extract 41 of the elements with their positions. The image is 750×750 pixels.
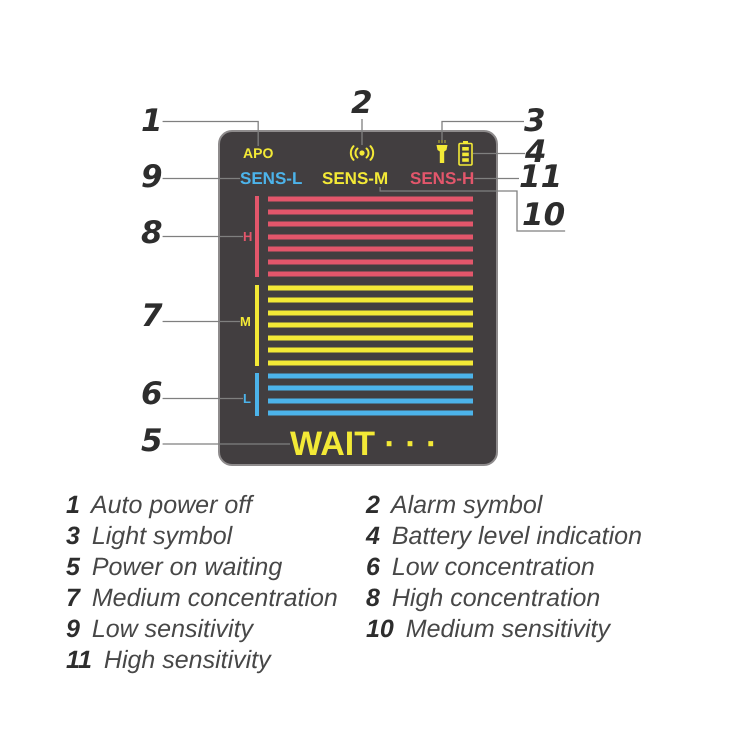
leader-line: [441, 120, 524, 140]
callout-number: 1: [141, 106, 163, 137]
callout-number: 2: [351, 88, 373, 119]
leader-line: [162, 398, 243, 400]
leader-line: [474, 178, 519, 180]
leader-line: [361, 119, 363, 145]
key-entry: 6 Low concentration: [366, 553, 595, 582]
callout-number: 7: [141, 301, 163, 332]
key-entry: 4 Battery level indication: [366, 522, 642, 551]
leader-line: [162, 120, 259, 146]
leader-line: [162, 236, 243, 238]
leader-line: [162, 320, 240, 322]
key-entry: 2 Alarm symbol: [366, 491, 542, 520]
callout-number: 6: [141, 379, 163, 410]
callout-number: 11: [519, 162, 562, 193]
level-letter: M: [240, 315, 251, 328]
leader-line: [162, 443, 290, 445]
display-label: SENS-M: [322, 170, 388, 187]
key-entry: 1 Auto power off: [66, 491, 252, 520]
callout-number: 3: [524, 106, 546, 137]
level-letter: H: [243, 230, 252, 243]
key-entry: 11 High sensitivity: [66, 646, 271, 675]
callout-number: 10: [522, 200, 566, 231]
display-label: SENS-H: [410, 170, 474, 187]
key-entry: 5 Power on waiting: [66, 553, 282, 582]
display-label: SENS-L: [240, 170, 302, 187]
level-letter: L: [243, 392, 251, 405]
key-entry: 8 High concentration: [366, 584, 600, 613]
callout-number: 8: [141, 218, 163, 249]
flashlight-icon: [436, 140, 448, 163]
key-entry: 9 Low sensitivity: [66, 615, 254, 644]
leader-line: [162, 178, 240, 180]
wait-message: WAIT · · ·: [290, 427, 438, 461]
callout-number: 9: [141, 162, 163, 193]
leader-line: [473, 152, 525, 154]
key-entry: 7 Medium concentration: [66, 584, 338, 613]
battery-icon: [458, 141, 473, 166]
key-entry: 10 Medium sensitivity: [366, 615, 610, 644]
display-label: APO: [243, 146, 274, 160]
key-entry: 3 Light symbol: [66, 522, 232, 551]
callout-number: 5: [141, 426, 163, 457]
